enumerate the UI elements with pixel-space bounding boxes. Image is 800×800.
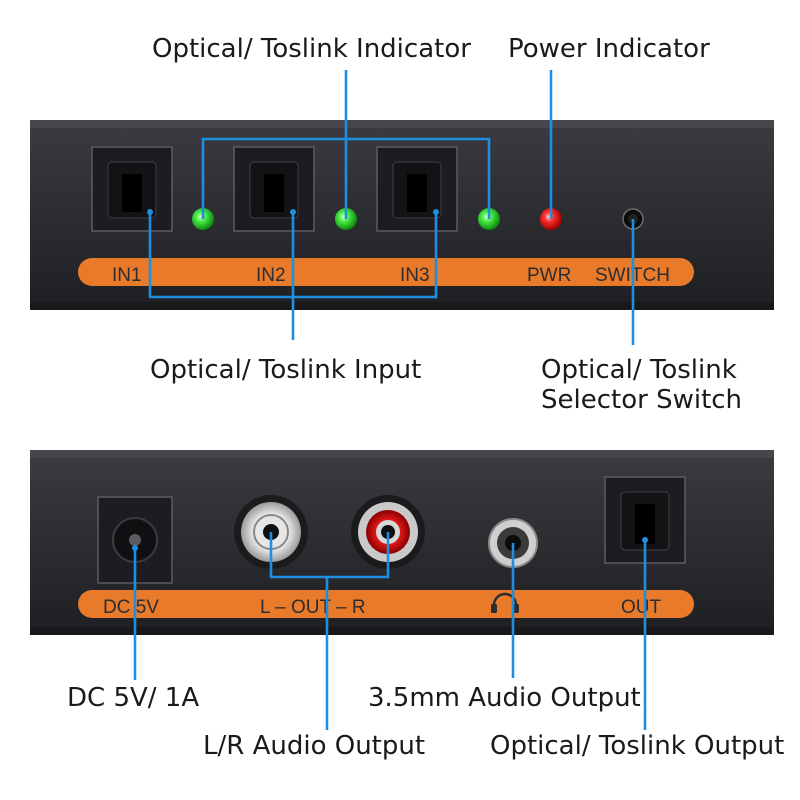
label-out: OUT: [621, 597, 662, 618]
callout-line-input: [148, 212, 438, 340]
callout-line-indicator: [201, 70, 491, 219]
headphone-icon: [491, 592, 519, 613]
label-in3: IN3: [400, 265, 430, 286]
callout-selector-switch-line2: Selector Switch: [541, 385, 743, 415]
callout-lines: [133, 70, 647, 730]
rear-panel: DC 5V L – OUT – R OUT: [30, 450, 774, 635]
front-panel: IN1 IN2 IN3 PWR SWITCH: [30, 120, 774, 310]
callout-lr-audio: L/R Audio Output: [203, 731, 426, 761]
callout-dots: [132, 209, 648, 551]
label-in1: IN1: [112, 265, 142, 286]
callout-dc-power: DC 5V/ 1A: [67, 683, 200, 713]
toslink-input-port-2[interactable]: [233, 146, 315, 232]
callout-35mm-audio: 3.5mm Audio Output: [368, 683, 641, 713]
callout-toslink-output: Optical/ Toslink Output: [490, 731, 785, 761]
callout-toslink-input: Optical/ Toslink Input: [150, 355, 422, 385]
toslink-input-port-3[interactable]: [376, 146, 458, 232]
callout-power-indicator: Power Indicator: [508, 34, 710, 64]
label-in2: IN2: [256, 265, 286, 286]
label-dc: DC 5V: [103, 597, 159, 618]
callout-toslink-indicator: Optical/ Toslink Indicator: [152, 34, 471, 64]
rear-label-strip: [78, 590, 694, 618]
label-lr-out: L – OUT – R: [260, 597, 366, 618]
callout-selector-switch-line1: Optical/ Toslink: [541, 355, 737, 385]
label-pwr: PWR: [527, 265, 571, 286]
toslink-input-port-1[interactable]: [91, 146, 173, 232]
front-label-strip: [78, 258, 694, 286]
callout-line-lr: [269, 532, 390, 730]
